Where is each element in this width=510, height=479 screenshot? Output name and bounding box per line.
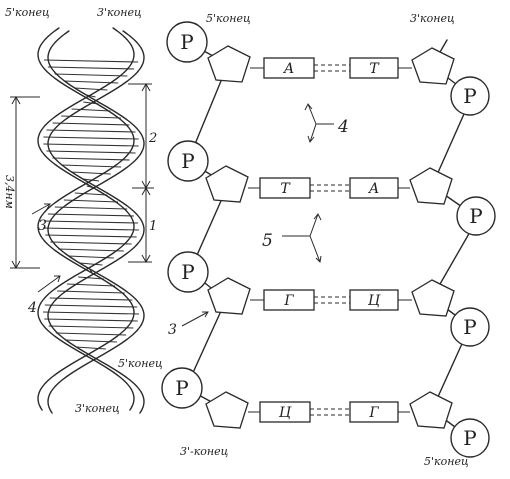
ladder-callout-4-label: 4 [337, 117, 349, 137]
ladder-3-end-bottom-label: 3'-конец [180, 445, 229, 458]
helix-strand-a [37, 27, 135, 411]
phosphate-label: P [463, 315, 476, 339]
helix-rung [44, 318, 138, 322]
double-helix: 5'конец 3'конец 5'конец 3'конец 3,4нм 2 … [3, 6, 163, 415]
base-pair-row: Т А [248, 177, 410, 199]
base-left: Г [283, 293, 294, 309]
base-pair-row: Г Ц [250, 289, 412, 311]
helix-rung [46, 150, 136, 154]
helix-rung [42, 311, 140, 315]
helix-strand-a [47, 30, 145, 414]
helix-rung [71, 108, 111, 112]
base-right: Ц [368, 293, 381, 309]
helix-rung [63, 80, 119, 84]
helix-rung [46, 129, 136, 133]
ladder-callout-5-label: 5 [262, 231, 273, 251]
base-pair-row: Ц Г [248, 401, 410, 423]
helix-rung [79, 262, 103, 266]
ladder-callout-3-label: 3 [168, 322, 177, 338]
base-left: Т [280, 181, 291, 197]
helix-callout-3-arrow [31, 203, 51, 215]
helix-rung [44, 304, 138, 308]
helix-rung [60, 164, 122, 168]
helix-rung [43, 227, 139, 231]
helix-rung [52, 122, 130, 126]
helix-segment-1-label: 1 [149, 219, 157, 234]
helix-rung [49, 297, 133, 301]
helix-rung [78, 276, 104, 280]
helix-3-end-top-label: 3'конец [97, 6, 142, 19]
left-backbone [185, 41, 229, 411]
helix-callout-4-arrow [37, 275, 61, 293]
callout-4-glyph [304, 103, 334, 144]
phosphate-label: P [181, 260, 194, 284]
helix-rung [47, 66, 135, 70]
helix-5-end-bottom-label: 5'конец [118, 357, 163, 370]
helix-rung [54, 73, 128, 77]
helix-rung [89, 269, 93, 273]
left-phosphates: P P P P [161, 21, 209, 409]
helix-rung [55, 332, 127, 336]
helix-callout-3-label: 3 [38, 218, 47, 234]
phosphate-label: P [175, 376, 188, 400]
helix-rung [74, 87, 108, 91]
base-left: А [283, 61, 295, 77]
helix-rung [48, 325, 134, 329]
helix-strand-b [37, 27, 135, 411]
ladder-5-end-bottom-label: 5'конец [424, 455, 469, 468]
base-left: Ц [279, 405, 292, 421]
right-pentoses [409, 47, 455, 429]
helix-rung [45, 234, 137, 238]
helix-rung [43, 59, 139, 63]
phosphate-label: P [463, 426, 476, 450]
helix-segment-2-label: 2 [148, 131, 157, 146]
helix-rung [47, 213, 135, 217]
base-right: Т [369, 61, 380, 77]
left-pentoses [205, 45, 251, 429]
phosphate-label: P [180, 30, 193, 54]
helix-rung [43, 220, 139, 224]
ladder-3-end-top-label: 3'конец [410, 12, 455, 25]
helix-rung [52, 157, 130, 161]
base-pair-row: А Т [250, 57, 412, 79]
phosphate-label: P [469, 204, 482, 228]
phosphate-label: P [181, 149, 194, 173]
helix-3-end-bottom-label: 3'конец [75, 402, 120, 415]
helix-callout-4-label: 4 [27, 300, 37, 316]
helix-rung [50, 241, 132, 245]
helix-strand-b [47, 30, 145, 414]
helix-rung [76, 346, 106, 350]
helix-backbone-strands [37, 27, 145, 414]
helix-base-pairs [42, 59, 140, 350]
helix-rung [54, 206, 128, 210]
helix-rung [58, 248, 124, 252]
helix-rung [43, 136, 139, 140]
helix-5-end-top-label: 5'конец [5, 6, 50, 19]
nucleotide-ladder: P P P P P P P P А Т [161, 12, 496, 468]
helix-pitch-label: 3,4нм [3, 175, 16, 209]
helix-rung [43, 143, 139, 147]
right-phosphates: P P P P [450, 76, 496, 458]
helix-dimension-lines [10, 82, 154, 270]
callout-3-arrow [181, 311, 209, 327]
helix-rung [57, 290, 125, 294]
base-right: Г [368, 405, 379, 421]
ladder-5-end-top-label: 5'конец [206, 12, 251, 25]
phosphate-label: P [463, 84, 476, 108]
base-right: А [368, 181, 380, 197]
helix-rung [74, 192, 108, 196]
callout-5-glyph [282, 213, 322, 264]
